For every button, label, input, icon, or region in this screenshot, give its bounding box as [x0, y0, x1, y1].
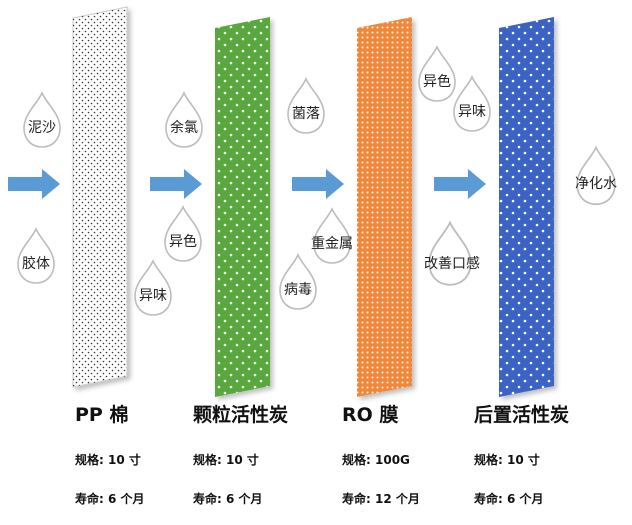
flow-arrow-icon: [434, 169, 486, 199]
contaminant-drop: 余氯: [165, 91, 203, 148]
contaminant-label: 改善口感: [424, 255, 480, 272]
contaminant-label: 异味: [458, 104, 486, 120]
life-value: 6 个月: [507, 492, 544, 506]
flow-arrow-icon: [292, 169, 344, 199]
spec-label: 规格:: [193, 453, 222, 467]
stage-spec: 规格: 10 寸: [193, 451, 259, 468]
ro-membrane-filter-panel: [357, 17, 412, 397]
spec-value: 10 寸: [226, 453, 259, 467]
contaminant-drop: 改善口感: [424, 220, 480, 286]
life-value: 12 个月: [375, 492, 420, 506]
spec-value: 100G: [375, 453, 410, 467]
life-label: 寿命:: [342, 492, 371, 506]
spec-value: 10 寸: [108, 453, 141, 467]
stage-title-granular-carbon: 颗粒活性炭: [193, 404, 289, 426]
life-label: 寿命:: [75, 492, 104, 506]
stage-life: 寿命: 6 个月: [75, 490, 145, 507]
spec-label: 规格:: [75, 453, 104, 467]
contaminant-label: 重金属: [311, 236, 353, 252]
stage-title-post-carbon: 后置活性炭: [474, 404, 570, 426]
stage-spec: 规格: 10 寸: [474, 451, 540, 468]
contaminant-label: 泥沙: [28, 120, 56, 136]
contaminant-drop: 重金属: [311, 207, 353, 264]
stage-spec: 规格: 10 寸: [75, 451, 141, 468]
contaminant-drop: 菌落: [287, 77, 325, 134]
flow-arrow-icon: [150, 169, 202, 199]
contaminant-label: 异色: [169, 233, 197, 250]
life-value: 6 个月: [108, 492, 145, 506]
contaminant-drop: 异味: [453, 75, 491, 132]
output-drop: 净化水: [575, 145, 617, 206]
contaminant-label: 异味: [139, 288, 167, 304]
stage-title-ro-membrane: RO 膜: [342, 404, 399, 426]
contaminant-drop: 异色: [418, 45, 456, 102]
contaminant-drop: 异味: [134, 259, 172, 316]
stage-spec: 规格: 100G: [342, 451, 410, 468]
contaminant-label: 病毒: [284, 282, 312, 298]
contaminant-label: 菌落: [292, 106, 320, 122]
spec-label: 规格:: [474, 453, 503, 467]
contaminant-label: 异色: [423, 73, 451, 90]
output-label: 净化水: [575, 176, 617, 192]
life-value: 6 个月: [226, 492, 263, 506]
stage-life: 寿命: 6 个月: [193, 490, 263, 507]
pp-cotton-filter-panel: [72, 6, 128, 388]
flow-arrow-icon: [8, 169, 60, 199]
contaminant-drop: 胶体: [17, 227, 55, 284]
contaminant-drop: 异色: [164, 205, 202, 262]
life-label: 寿命:: [474, 492, 503, 506]
contaminant-label: 胶体: [22, 255, 50, 272]
stage-life: 寿命: 12 个月: [342, 490, 420, 507]
contaminant-label: 余氯: [170, 119, 198, 136]
stage-title-pp-cotton: PP 棉: [75, 404, 129, 426]
spec-label: 规格:: [342, 453, 371, 467]
granular-carbon-filter-panel: [215, 17, 270, 397]
life-label: 寿命:: [193, 492, 222, 506]
contaminant-drop: 泥沙: [23, 91, 61, 148]
post-carbon-filter-panel: [499, 17, 554, 397]
stage-life: 寿命: 6 个月: [474, 490, 544, 507]
contaminant-drop: 病毒: [279, 253, 317, 310]
spec-value: 10 寸: [507, 453, 540, 467]
